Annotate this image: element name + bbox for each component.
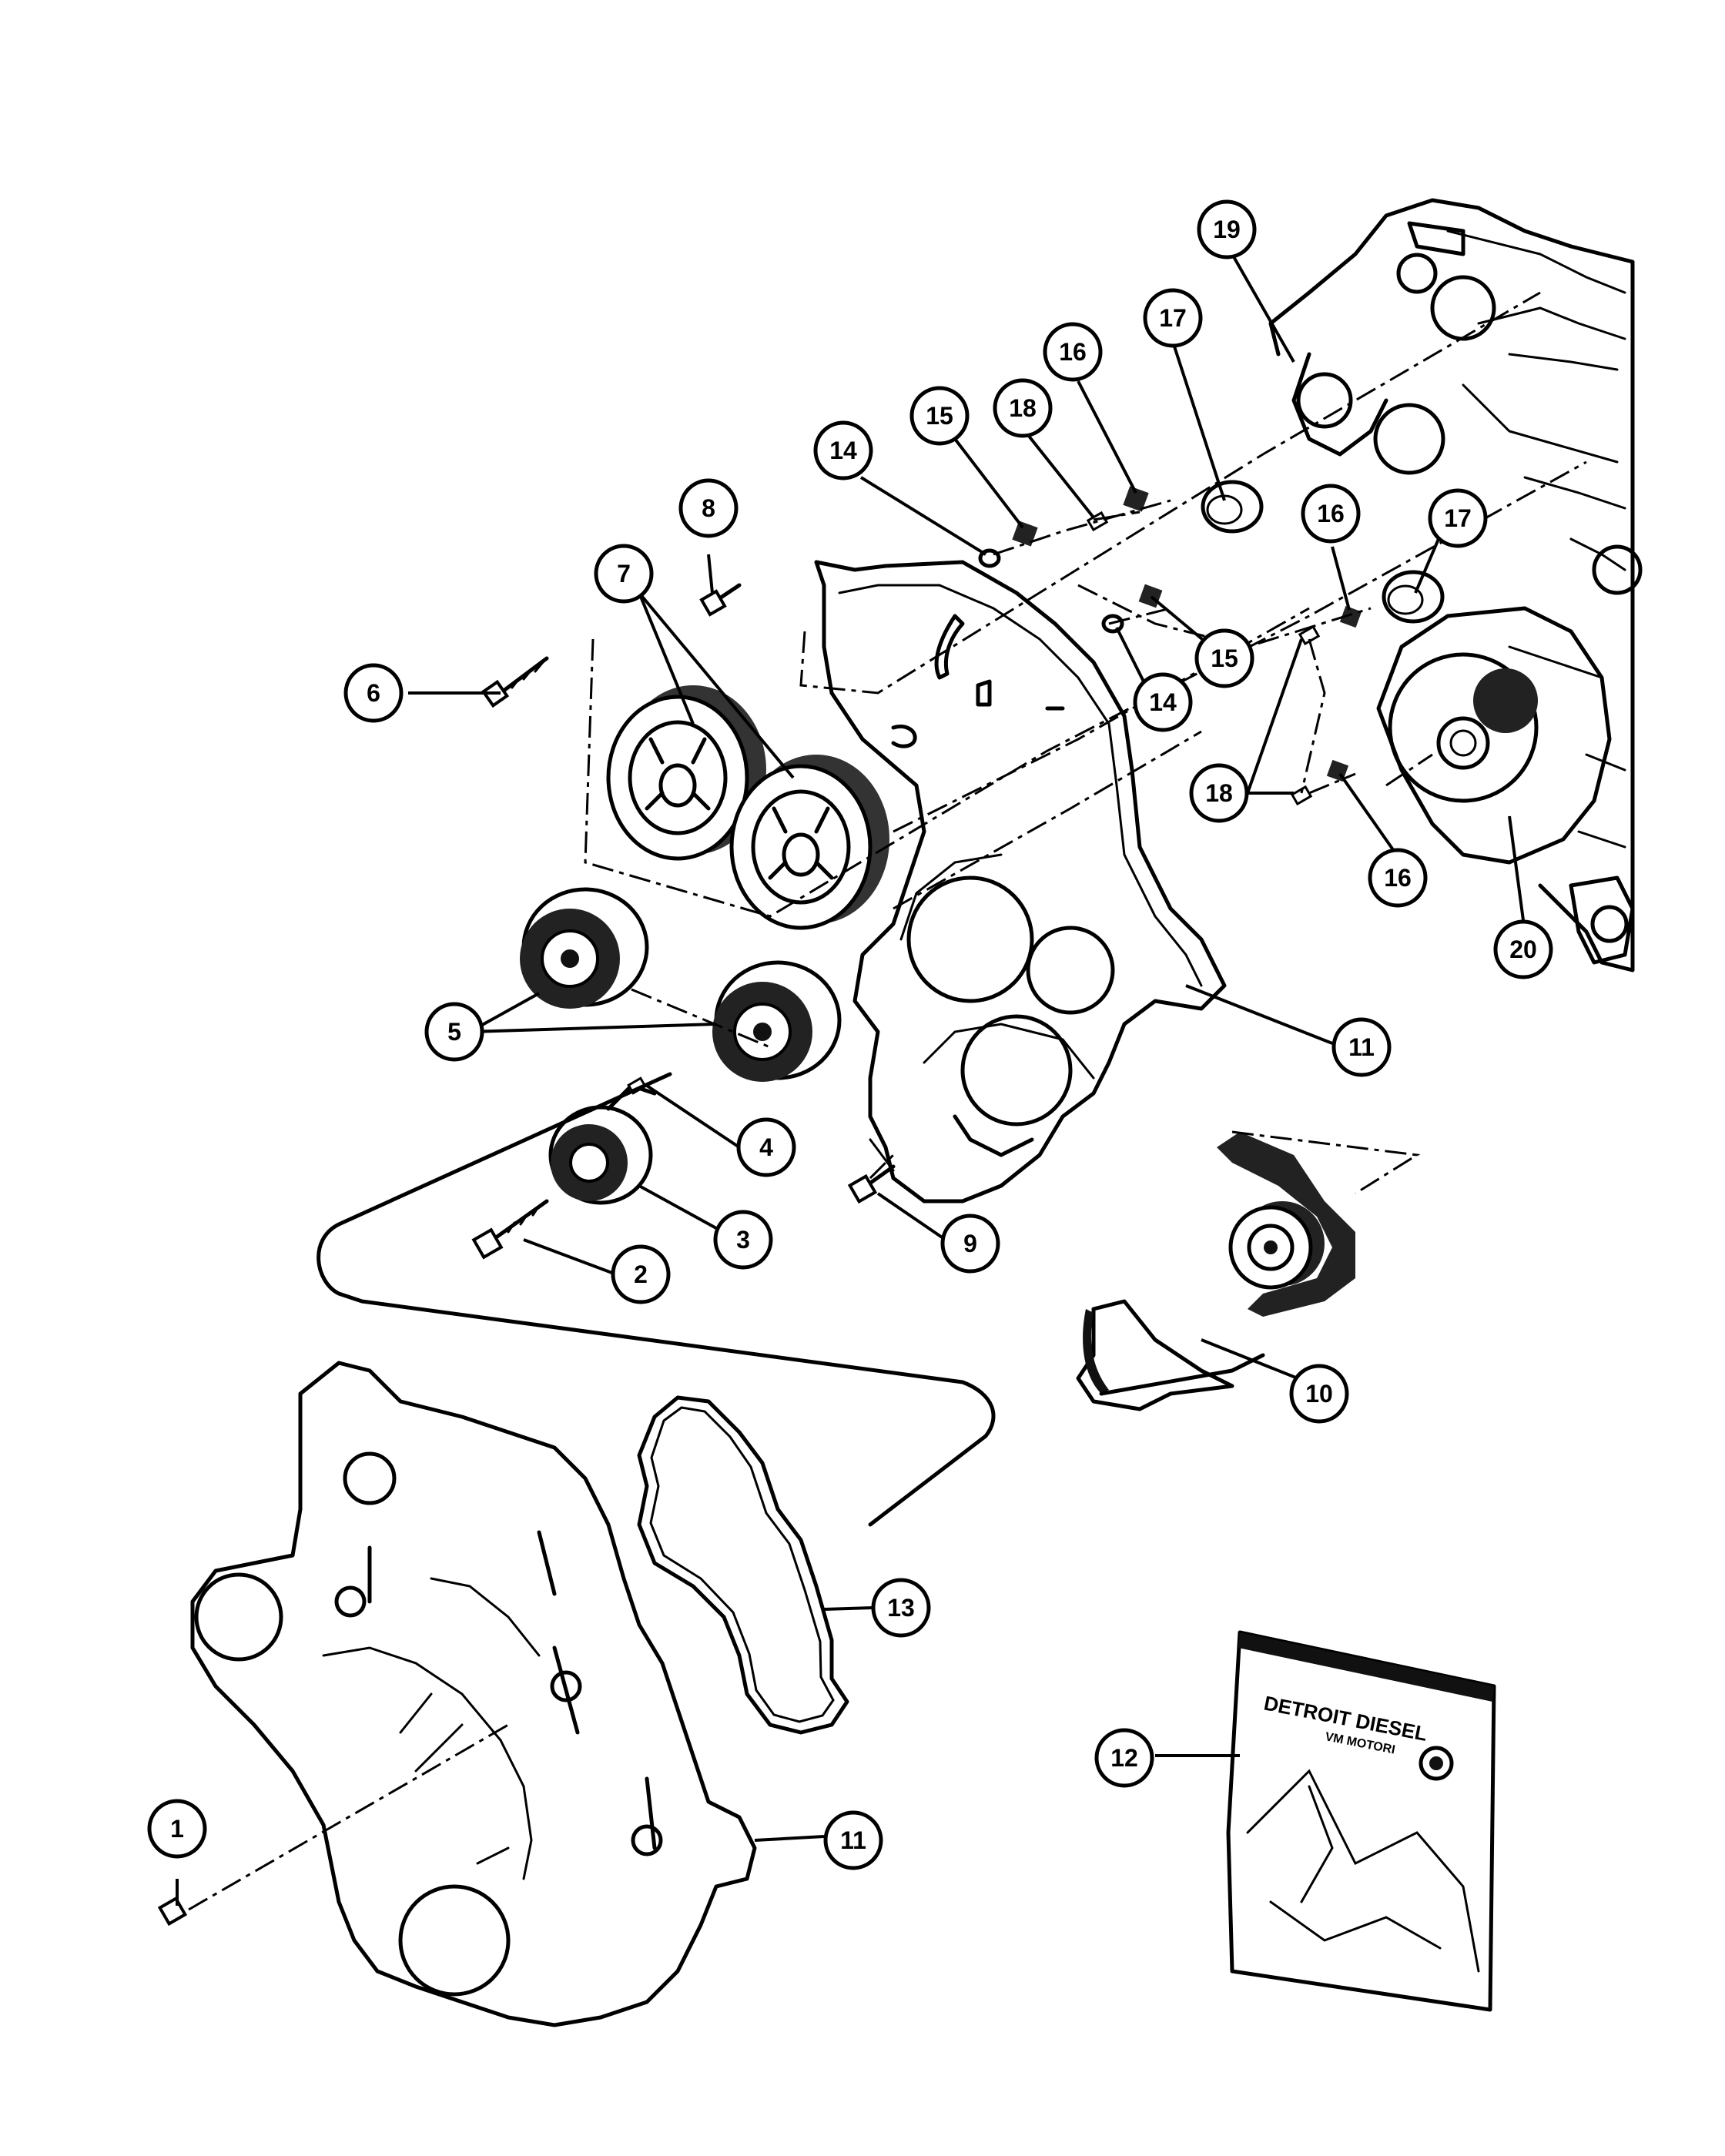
inner-timing-cover xyxy=(814,560,1227,1204)
callout-15-upper: 15 xyxy=(909,386,970,446)
callout-label: 8 xyxy=(702,494,715,522)
callout-15-lower: 15 xyxy=(1194,628,1254,688)
crankshaft-pulley xyxy=(1228,1201,1325,1290)
bolt-2 xyxy=(471,1199,549,1260)
callout-16-upper: 16 xyxy=(1043,322,1103,382)
callout-14-upper: 14 xyxy=(813,420,873,480)
callout-label: 1 xyxy=(170,1815,184,1843)
callout-11-lower: 11 xyxy=(823,1810,883,1870)
callout-17-lower: 17 xyxy=(1428,488,1488,548)
callout-8: 8 xyxy=(678,478,739,538)
callout-label: 11 xyxy=(1348,1033,1375,1061)
callout-1: 1 xyxy=(147,1799,207,1859)
callout-label: 19 xyxy=(1213,216,1241,243)
camshaft-pulley-right xyxy=(729,755,889,930)
assembly-center-lines xyxy=(188,291,1587,1911)
callout-label: 5 xyxy=(447,1018,461,1046)
callout-label: 7 xyxy=(617,560,631,588)
callout-2: 2 xyxy=(611,1244,671,1304)
pin-18-mid xyxy=(1298,624,1321,646)
dowel-14-lower xyxy=(1101,614,1124,634)
callout-label: 13 xyxy=(887,1594,915,1622)
idler-pulley-lower xyxy=(712,960,842,1082)
callout-4: 4 xyxy=(736,1117,796,1177)
callout-label: 4 xyxy=(759,1133,773,1161)
callout-label: 9 xyxy=(963,1230,977,1257)
callout-label: 17 xyxy=(1444,504,1472,532)
callout-17-upper: 17 xyxy=(1143,288,1203,348)
callout-label: 10 xyxy=(1305,1380,1333,1408)
callout-label: 2 xyxy=(634,1260,648,1288)
callout-label: 3 xyxy=(736,1226,750,1254)
bolt-9 xyxy=(847,1164,896,1204)
callout-label: 17 xyxy=(1159,304,1187,332)
callout-3: 3 xyxy=(713,1210,773,1270)
callout-label: 18 xyxy=(1205,779,1233,807)
gasket-kit-bag: DETROIT DIESEL VM MOTORI xyxy=(1226,1630,1496,2012)
callout-label: 6 xyxy=(367,679,380,707)
callout-19: 19 xyxy=(1197,199,1257,259)
callout-9: 9 xyxy=(940,1214,1000,1274)
callout-label: 20 xyxy=(1509,936,1537,963)
callout-16-low: 16 xyxy=(1368,848,1428,908)
nut-15-upper xyxy=(1012,521,1038,547)
bolt-6 xyxy=(481,656,549,708)
idler-pulley-upper xyxy=(520,887,649,1009)
seal-17-lower xyxy=(1382,570,1445,624)
seal-17-upper xyxy=(1201,480,1264,534)
camshaft-pulley-left xyxy=(606,685,766,861)
callout-5: 5 xyxy=(424,1002,484,1062)
rear-flange-housing xyxy=(1376,606,1612,865)
callout-label: 16 xyxy=(1317,500,1345,527)
callout-12: 12 xyxy=(1094,1728,1154,1788)
callout-18-lower: 18 xyxy=(1189,763,1249,823)
callout-label: 15 xyxy=(1211,644,1238,672)
callout-label: 14 xyxy=(829,437,857,464)
pin-18-low xyxy=(1290,785,1313,806)
cover-gasket xyxy=(637,1395,849,1735)
outer-timing-cover xyxy=(190,1361,757,2027)
callout-label: 16 xyxy=(1384,864,1412,892)
callout-13: 13 xyxy=(871,1578,931,1638)
callout-6: 6 xyxy=(343,663,404,723)
engine-block xyxy=(1268,198,1643,973)
callout-18-upper: 18 xyxy=(993,378,1053,438)
callout-label: 11 xyxy=(840,1826,866,1854)
dowel-14-upper xyxy=(978,548,1001,568)
callout-14-lower: 14 xyxy=(1133,672,1193,732)
callout-11-upper: 11 xyxy=(1331,1017,1392,1077)
callout-label: 15 xyxy=(926,402,953,430)
callout-label: 18 xyxy=(1009,394,1037,422)
callout-label: 14 xyxy=(1149,688,1177,716)
bolt-8 xyxy=(699,583,742,617)
callout-7: 7 xyxy=(594,544,654,604)
nut-16-mid xyxy=(1339,605,1362,628)
bolt-1 xyxy=(157,1896,188,1927)
callout-16-mid: 16 xyxy=(1301,484,1361,544)
belt-routing-outline xyxy=(317,1072,996,1527)
callout-label: 12 xyxy=(1110,1744,1138,1772)
nut-16-upper xyxy=(1123,486,1149,512)
callout-20: 20 xyxy=(1493,919,1553,979)
callout-10: 10 xyxy=(1289,1364,1349,1424)
callout-label: 16 xyxy=(1059,338,1087,366)
